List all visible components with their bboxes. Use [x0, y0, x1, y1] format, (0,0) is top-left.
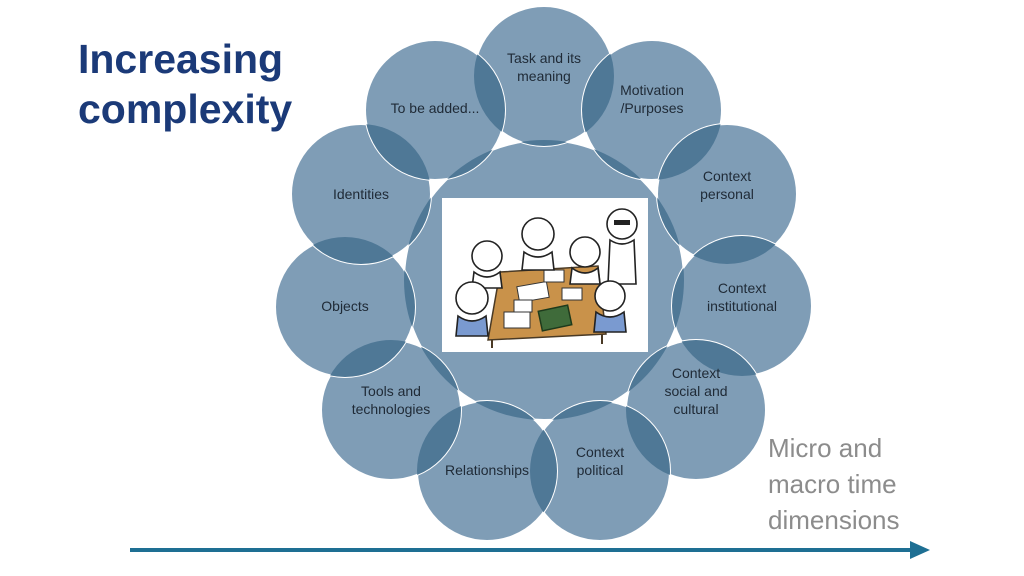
- petal-label-objects: Objects: [321, 298, 368, 314]
- overlap-petal-context-social: [626, 401, 670, 480]
- petal-overlaps: [291, 40, 797, 541]
- time-note-line-2: macro time: [768, 469, 897, 499]
- title-line-2: complexity: [78, 86, 293, 132]
- overlap-petal-relationships: [417, 401, 461, 480]
- petal-label-line: Tools and: [361, 383, 421, 399]
- petal-label-context-social: Context social and cultural: [664, 365, 727, 417]
- petal-label-identities: Identities: [333, 186, 389, 202]
- petal-label-task: Task and its meaning: [507, 50, 581, 84]
- page-title: Increasing complexity: [78, 34, 338, 134]
- petal-label-line: political: [577, 462, 624, 478]
- paper: [516, 280, 550, 304]
- time-note-line-3: dimensions: [768, 505, 900, 535]
- petal-label-relationships: Relationships: [445, 462, 529, 478]
- title-line-1: Increasing: [78, 36, 284, 82]
- petal-labels: Task and its meaningMotivation/PurposesCo…: [321, 50, 777, 478]
- petal-label-context-political: Context political: [576, 444, 624, 478]
- timeline-arrow-head: [910, 541, 930, 559]
- petal-label-context-personal: Context personal: [700, 168, 754, 202]
- petal-label-line: Context: [718, 280, 766, 296]
- petal-label-line: /Purposes: [620, 100, 683, 116]
- petal-label-line: To be added...: [391, 100, 480, 116]
- petal-label-line: Task and its: [507, 50, 581, 66]
- petal-label-line: Motivation: [620, 82, 684, 98]
- petal-label-tools: Tools and technologies: [352, 383, 431, 417]
- petal-label-line: Context: [703, 168, 751, 184]
- paper: [503, 311, 531, 329]
- petal-label-line: personal: [700, 186, 754, 202]
- petal-label-line: institutional: [707, 298, 777, 314]
- time-dimensions-note: Micro and macro time dimensions: [768, 430, 988, 538]
- person: [455, 281, 489, 337]
- paper: [513, 299, 533, 313]
- petal-label-line: Objects: [321, 298, 368, 314]
- person: [569, 236, 601, 285]
- petal-label-line: Context: [576, 444, 624, 460]
- time-note-line-1: Micro and: [768, 433, 883, 463]
- person: [606, 208, 638, 285]
- petal-label-line: Relationships: [445, 462, 529, 478]
- petal-label-line: technologies: [352, 401, 431, 417]
- overlap-petal-motivation: [657, 124, 722, 180]
- person: [521, 217, 555, 271]
- petal-label-line: social and: [664, 383, 727, 399]
- book: [537, 304, 573, 332]
- overlap-petal-context-institutional: [672, 340, 766, 376]
- petal-label-line: meaning: [517, 68, 571, 84]
- petal-label-to-be-added: To be added...: [391, 100, 480, 116]
- petal-label-line: Context: [672, 365, 720, 381]
- timeline-arrow: [130, 541, 930, 559]
- petal-label-context-institutional: Context institutional: [707, 280, 777, 314]
- petal-label-line: cultural: [673, 401, 718, 417]
- overlap-petal-identities: [365, 124, 431, 180]
- paper: [561, 287, 583, 301]
- person: [471, 240, 503, 289]
- petal-label-motivation: Motivation/Purposes: [620, 82, 684, 116]
- paper: [543, 269, 565, 283]
- overlap-petal-tools: [321, 340, 415, 377]
- petal-label-line: Identities: [333, 186, 389, 202]
- person: [593, 280, 627, 333]
- meeting-illustration: [442, 198, 648, 352]
